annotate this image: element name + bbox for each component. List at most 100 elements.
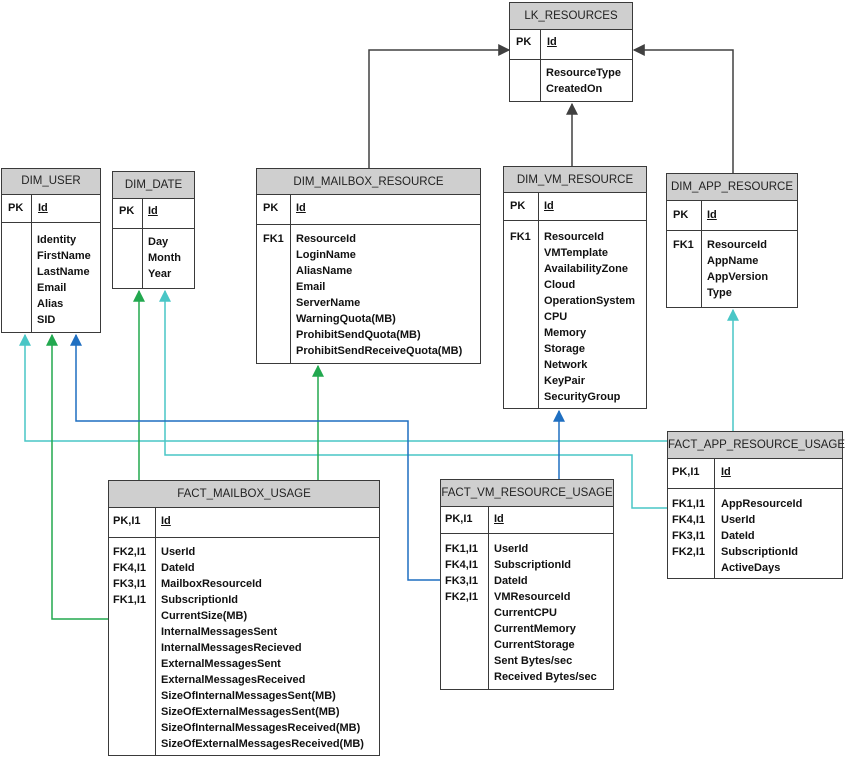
key-label: FK1,I1 [113,594,147,606]
pk-field: Id [148,205,158,217]
entity-title: FACT_VM_RESOURCE_USAGE [441,480,613,507]
key-label: FK1,I1 [445,543,479,555]
field-name: Cloud [544,279,576,291]
field-name: FirstName [37,250,91,262]
field-name: Sent Bytes/sec [494,655,573,667]
field-name: Memory [544,327,587,339]
key-label: FK2,I1 [113,546,147,558]
key-label: FK4,I1 [113,562,147,574]
field-name: AliasName [296,265,353,277]
pk-field: Id [547,36,557,48]
pk-label: PK [510,200,526,212]
dim-mailbox-resource-table: DIM_MAILBOX_RESOURCE PK Id FK1 ResourceI… [256,168,481,364]
entity-title: DIM_VM_RESOURCE [504,167,646,193]
field-name: SubscriptionId [494,559,571,571]
field-name: AvailabilityZone [544,263,628,275]
field-name: Received Bytes/sec [494,671,597,683]
field-name: CurrentStorage [494,639,575,651]
field-name: AppName [707,255,759,267]
key-label: FK1 [263,233,284,245]
field-name: SubscriptionId [161,594,238,606]
field-name: Email [37,282,67,294]
field-name: SizeOfInternalMessagesSent(MB) [161,690,336,702]
field-name: UserId [161,546,196,558]
connector-factapp-to-user [19,333,667,442]
pk-field: Id [494,513,504,525]
connector-factvm-to-user [70,333,440,581]
field-name: SizeOfExternalMessagesSent(MB) [161,706,340,718]
field-name: MailboxResourceId [161,578,262,590]
field-name: Alias [37,298,64,310]
field-name: Storage [544,343,585,355]
field-name: Network [544,359,588,371]
pk-field: Id [544,200,554,212]
field-name: AppVersion [707,271,769,283]
entity-title: LK_RESOURCES [510,3,632,30]
field-name: Year [148,268,172,280]
entity-title: FACT_APP_RESOURCE_USAGE [668,432,845,459]
entity-title: DIM_USER [2,169,100,195]
entity-title: DIM_APP_RESOURCE [667,174,797,201]
pk-label: PK,I1 [113,515,141,527]
field-name: ResourceType [546,67,621,79]
key-label: FK2,I1 [445,591,479,603]
field-name: Identity [37,234,77,246]
field-name: DateId [161,562,195,574]
field-name: ExternalMessagesSent [161,658,281,670]
connector-factapp-to-date [159,289,667,509]
pk-label: PK [263,202,279,214]
key-label: FK3,I1 [672,530,706,542]
field-name: SizeOfInternalMessagesReceived(MB) [161,722,361,734]
field-name: DateId [721,530,755,542]
field-name: InternalMessagesSent [161,626,278,638]
connector-mailbox-to-lk [368,44,511,169]
key-label: FK3,I1 [445,575,479,587]
pk-field: Id [707,209,717,221]
entity-title: FACT_MAILBOX_USAGE [109,481,379,508]
pk-label: PK [516,36,532,48]
field-name: ProhibitSendReceiveQuota(MB) [296,345,463,357]
field-name: UserId [494,543,529,555]
connector-factmailbox-to-user [46,333,108,620]
key-label: FK3,I1 [113,578,147,590]
field-name: CurrentMemory [494,623,576,635]
field-name: CurrentSize(MB) [161,610,248,622]
field-name: UserId [721,514,756,526]
pk-field: Id [721,466,731,478]
pk-label: PK [8,202,24,214]
connector-app-to-lk [632,44,734,173]
field-name: InternalMessagesRecieved [161,642,302,654]
field-name: VMResourceId [494,591,571,603]
entity-title: DIM_DATE [113,172,194,199]
field-name: OperationSystem [544,295,636,307]
key-label: FK1,I1 [672,498,706,510]
field-name: ResourceId [707,239,767,251]
field-name: ProhibitSendQuota(MB) [296,329,421,341]
pk-label: PK [673,209,689,221]
field-name: ExternalMessagesReceived [161,674,306,686]
field-name: SID [37,314,56,326]
field-name: ServerName [296,297,361,309]
field-name: VMTemplate [544,247,608,259]
field-name: KeyPair [544,375,585,387]
field-name: CreatedOn [546,83,603,95]
field-name: AppResourceId [721,498,803,510]
field-name: Email [296,281,326,293]
key-label: FK4,I1 [445,559,479,571]
field-name: SizeOfExternalMessagesReceived(MB) [161,738,364,750]
pk-label: PK [119,205,135,217]
field-name: CPU [544,311,568,323]
field-name: WarningQuota(MB) [296,313,396,325]
key-label: FK1 [510,231,531,243]
pk-field: Id [161,515,171,527]
field-name: CurrentCPU [494,607,557,619]
pk-field: Id [38,202,48,214]
